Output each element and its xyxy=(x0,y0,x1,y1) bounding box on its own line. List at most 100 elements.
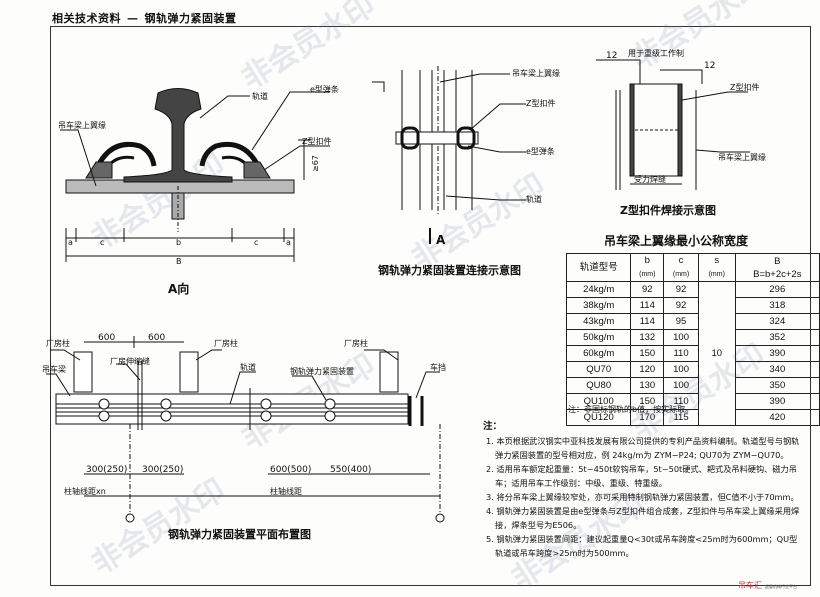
left-e-clip xyxy=(93,142,157,172)
weld-note: 用于重级工作制 xyxy=(628,48,684,58)
header-category: 相关技术资料 xyxy=(52,12,121,25)
note-item: 2. 适用吊车额定起重量：5t∼450t软钩吊车，5t∼50t硬式、耙式及吊料硬… xyxy=(486,464,797,488)
spec-cell-B: 390 xyxy=(734,345,820,362)
plan-label-stop: 车挡 xyxy=(430,362,446,372)
dim-B: B xyxy=(176,257,182,266)
spec-cell-b: 120 xyxy=(630,361,665,378)
page-header: 相关技术资料—钢轨弹力紧固装置 xyxy=(52,10,243,26)
label-height: ≥67 xyxy=(311,155,320,172)
spec-cell-c: 95 xyxy=(663,313,699,330)
conn-label-e: e型弹条 xyxy=(526,146,555,156)
section-mark-top xyxy=(372,81,385,92)
spec-head-c-unit: (mm) xyxy=(672,271,690,278)
watermark-1: 非会员水印 xyxy=(236,0,382,97)
notes-title: 注： xyxy=(483,421,503,432)
logo-sub: 起重机械行业平台 xyxy=(765,584,797,589)
spec-head-s-unit: (mm) xyxy=(708,271,725,278)
spec-head-s-cell: s(mm) xyxy=(697,253,736,282)
weld-leader-flange xyxy=(695,149,750,153)
spec-cell-B: 350 xyxy=(734,377,820,394)
connection-drawing xyxy=(372,66,526,244)
weld-drawing xyxy=(596,59,750,190)
conn-right-clip xyxy=(456,126,476,150)
note-item: 3. 将分吊车梁上翼缘较窄处，亦可采用特制钢轨弹力紧固装置，但C值不小于70mm… xyxy=(486,492,799,502)
spec-cell-b: 92 xyxy=(630,281,665,298)
spec-cell-c: 110 xyxy=(663,345,699,362)
weld-label-force: 受力焊缝 xyxy=(634,174,666,184)
spec-cell-model: QU120 xyxy=(565,409,632,426)
plan-labels: 600 600 厂房柱 吊车梁 厂房伸缩缝 厂房柱 轨道 钢轨弹力紧固装置 厂房… xyxy=(42,333,446,541)
spec-cell-b: 150 xyxy=(630,393,665,410)
right-e-clip xyxy=(199,142,263,172)
spec-cell-b: 114 xyxy=(630,313,665,330)
weld-label-flange: 吊车梁上翼缘 xyxy=(718,152,766,162)
plan-leader-joint xyxy=(116,363,141,381)
view-a-caption: A向 xyxy=(168,281,189,296)
right-z-fastener xyxy=(243,161,271,179)
weld-leader-1 xyxy=(596,59,641,84)
spec-note: 注：非国标钢轨的b值，按实际取。 xyxy=(568,405,694,414)
plan-column-3 xyxy=(379,351,399,393)
spec-cell-c: 92 xyxy=(663,281,699,298)
connection-labels: 吊车梁上翼缘 Z型扣件 e型弹条 轨道 A 钢轨弹力紧固装置连接示意图 xyxy=(378,68,560,277)
connection-caption: 钢轨弹力紧固装置连接示意图 xyxy=(378,263,521,277)
plan-dim-600b: 600 xyxy=(148,333,165,343)
spec-title: 吊车梁上翼缘最小公称宽度 xyxy=(604,234,749,248)
spec-cell-model: 43kg/m xyxy=(565,313,632,330)
conn-leader-rail xyxy=(445,195,526,201)
plan-drawing xyxy=(46,336,445,523)
plan-dim-300b: 300(250) xyxy=(142,465,183,475)
label-rail: 轨道 xyxy=(252,91,268,101)
label-flange: 吊车梁上翼缘 xyxy=(58,120,106,130)
conn-leader-z xyxy=(469,103,526,131)
dim-a-right: a xyxy=(286,238,291,247)
spec-cell-model: 50kg/m xyxy=(565,329,632,346)
plan-label-device: 钢轨弹力紧固装置 xyxy=(290,366,354,376)
weld-size-1: 12 xyxy=(606,51,617,61)
weld-seam-right xyxy=(677,83,683,177)
plan-dim-600a: 600 xyxy=(98,333,115,343)
plan-fastener-2 xyxy=(98,410,110,422)
spec-head-c-cell: c (mm) xyxy=(663,253,699,282)
spec-head-c: c xyxy=(678,255,684,266)
plan-leader-stop xyxy=(415,371,440,399)
spec-cell-B: 324 xyxy=(734,313,820,330)
plan-label-column: 厂房柱 xyxy=(46,338,70,348)
dim-a-left: a xyxy=(68,238,73,247)
conn-label-rail: 轨道 xyxy=(526,194,542,204)
note-item: 1. 本页根据武汉钢实中亚科技发展有限公司提供的专利产品资料编制。轨道型号与钢轨… xyxy=(486,436,800,460)
plan-fastener-4 xyxy=(160,410,172,422)
dim-b: b xyxy=(176,238,181,247)
watermark-4: 非会员水印 xyxy=(406,168,552,277)
label-e-clip: e型弹条 xyxy=(310,84,339,94)
weld-size-2: 12 xyxy=(704,61,715,71)
plan-column-1 xyxy=(73,351,93,393)
spec-cell-B: 296 xyxy=(734,281,820,298)
plan-fastener-3 xyxy=(160,398,172,410)
plan-column-2 xyxy=(179,351,199,393)
plan-dim-300a: 300(250) xyxy=(86,465,127,475)
plan-leader-column-3 xyxy=(364,349,399,361)
note-item: 5. 钢轨弹力紧固装置间距：建议起重量Q<30t或吊车跨度<25m时为600mm… xyxy=(486,534,798,558)
left-z-fastener xyxy=(85,161,113,179)
plan-fastener-1 xyxy=(98,398,110,410)
spec-cell-b: 150 xyxy=(630,345,665,362)
spec-head-model: 轨道型号 xyxy=(565,253,632,282)
spec-cell-s: 10 xyxy=(697,281,736,426)
view-a-drawing xyxy=(60,88,330,262)
note-item: 4. 钢轨弹力紧固装置是由e型弹条与Z型扣件组合成套，Z型扣件与吊车梁上翼缘采用… xyxy=(486,506,800,530)
plan-fastener-7 xyxy=(324,398,336,410)
z-fastener-leader xyxy=(263,145,330,171)
plan-dim-600-500: 600(500) xyxy=(270,465,311,475)
spec-cell-c: 115 xyxy=(663,409,699,426)
site-logo: 吊车汇起重机械行业平台 xyxy=(738,580,797,591)
